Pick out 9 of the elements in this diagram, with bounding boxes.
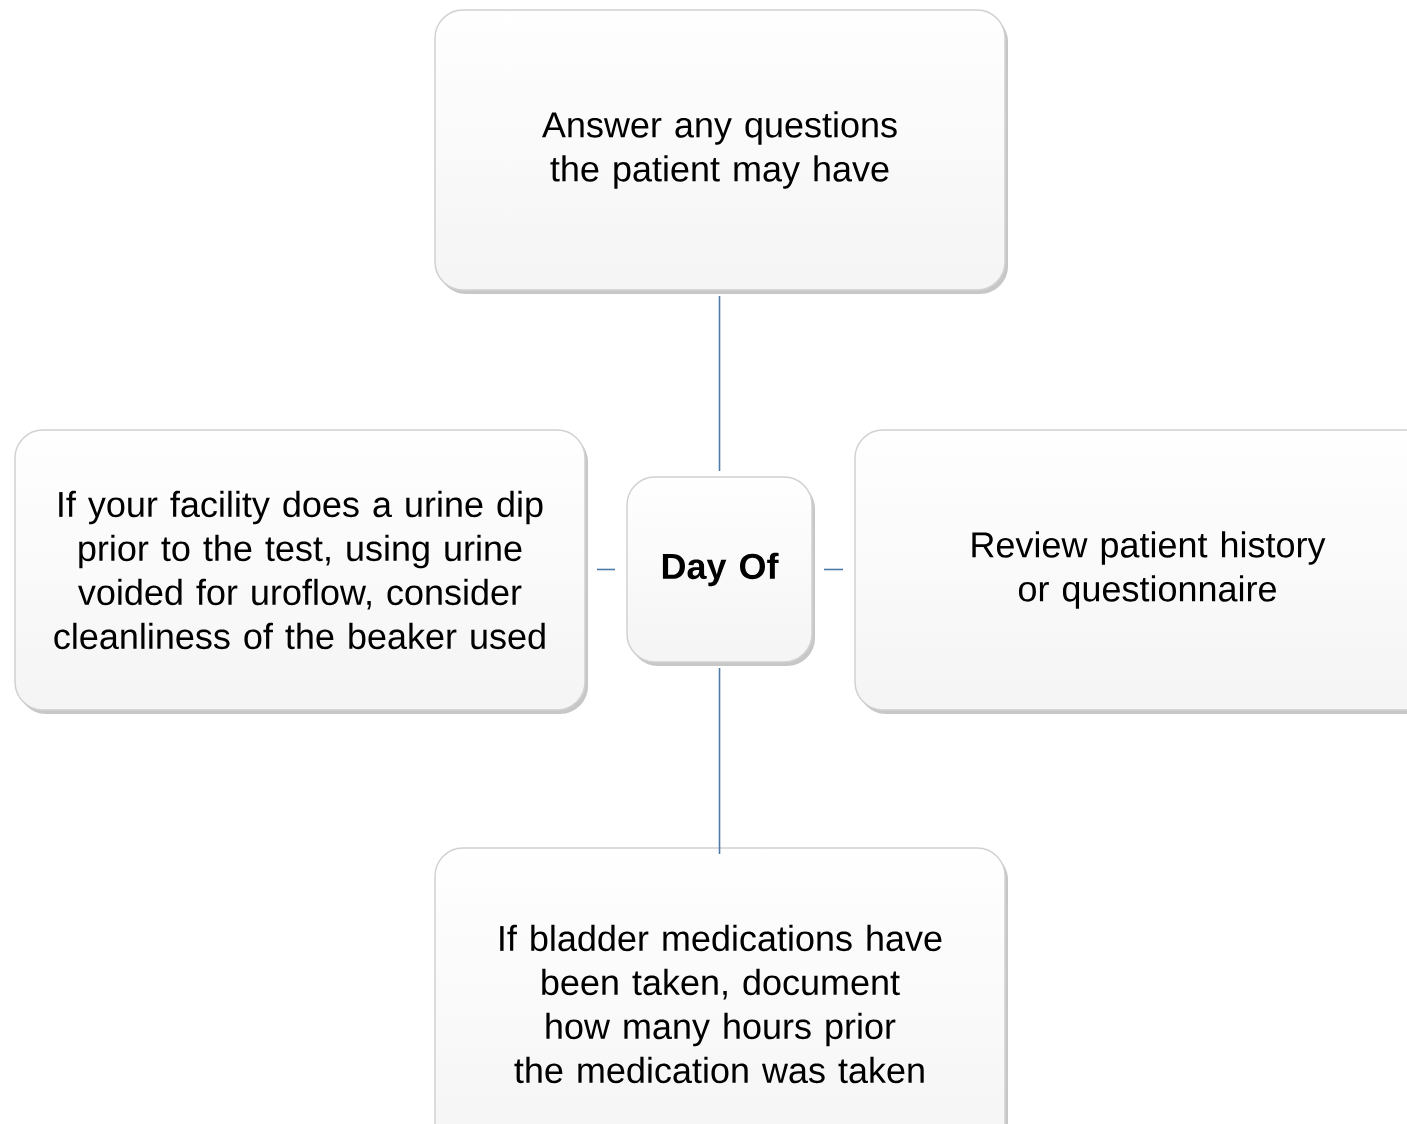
center-box: Day Of: [626, 476, 815, 666]
text-box: Review patient history or questionnaire: [854, 429, 1407, 714]
connector-line: [596, 568, 616, 571]
text-box: If bladder medications have been taken, document how many hours prior the medication was taken: [434, 847, 1008, 1124]
text-box: If your facility does a urine dip prior to the test, using urine voided for uroflow, consider cleanliness of the beaker used: [14, 429, 588, 714]
connector-line: [823, 568, 844, 571]
connector-line: [718, 295, 721, 472]
connector-line: [718, 667, 721, 855]
text-box: Answer any questions the patient may have: [434, 9, 1008, 294]
